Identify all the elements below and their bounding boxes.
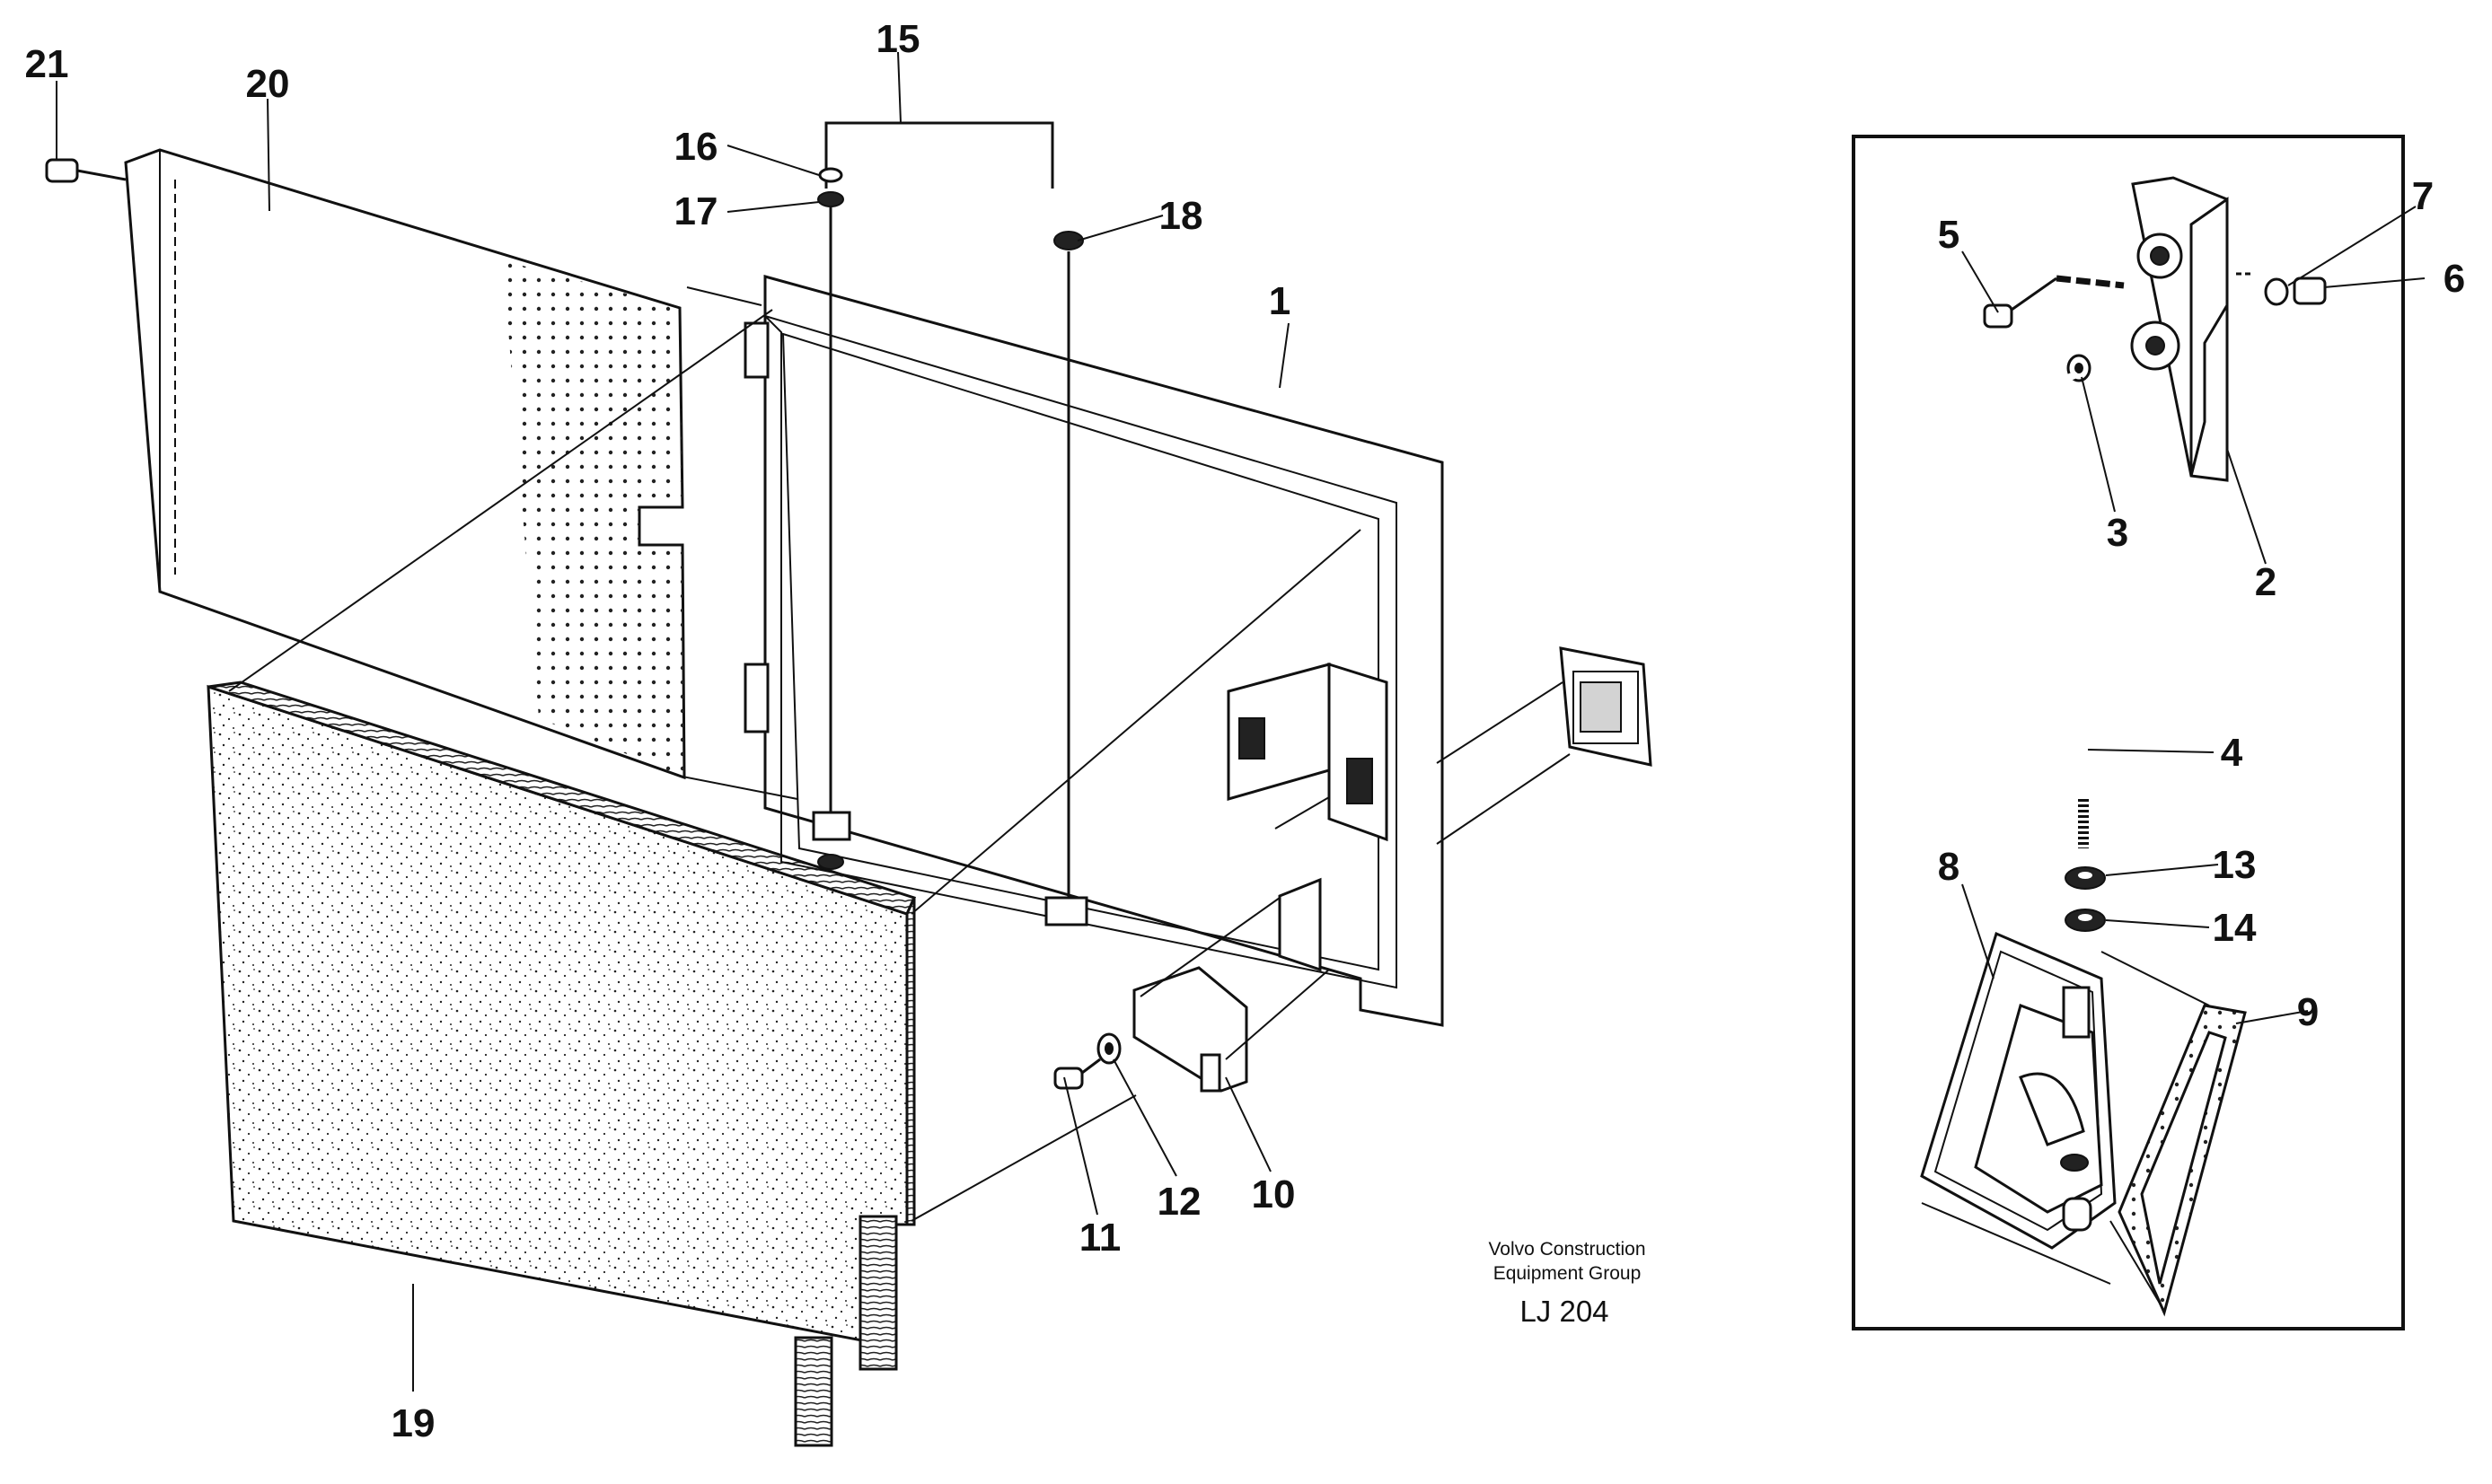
callout-10: 10 bbox=[1252, 1172, 1296, 1216]
caption-line-1: Volvo Construction bbox=[1488, 1239, 1645, 1260]
lower-nuts bbox=[2060, 1154, 2092, 1232]
assembly-lines bbox=[228, 286, 1571, 1222]
bracket-10 bbox=[1132, 966, 1248, 1093]
latch-2 bbox=[2130, 176, 2254, 482]
callout-12: 12 bbox=[1158, 1180, 1202, 1224]
handle-outer bbox=[1559, 646, 1652, 767]
callout-7: 7 bbox=[2412, 174, 2434, 218]
callout-3: 3 bbox=[2107, 511, 2128, 555]
washer-14 bbox=[2065, 909, 2106, 932]
callout-5: 5 bbox=[1938, 213, 1959, 257]
callout-1: 1 bbox=[1269, 279, 1290, 323]
diagram-code: LJ 204 bbox=[1519, 1295, 1608, 1328]
clip-3 bbox=[2066, 354, 2091, 382]
washer-7 bbox=[2264, 277, 2289, 306]
panel-20 bbox=[124, 148, 686, 780]
screw-11 bbox=[1053, 1058, 1101, 1090]
callout-9: 9 bbox=[2297, 990, 2319, 1034]
insulation-block-19 bbox=[207, 681, 917, 1447]
callout-8: 8 bbox=[1938, 845, 1959, 889]
callout-16: 16 bbox=[674, 125, 718, 169]
caption-line-2: Equipment Group bbox=[1493, 1263, 1642, 1284]
washer-13 bbox=[2065, 866, 2106, 890]
callout-2: 2 bbox=[2255, 560, 2276, 604]
callout-11: 11 bbox=[1079, 1216, 1122, 1260]
callout-18: 18 bbox=[1159, 194, 1203, 238]
detail-frame bbox=[1852, 135, 2405, 1330]
callout-leaders bbox=[56, 51, 2426, 1392]
gasket-9 bbox=[2118, 1004, 2247, 1317]
frame-1 bbox=[744, 275, 1444, 1027]
callout-labels: 1 2 3 4 5 6 7 8 9 10 11 12 13 14 15 16 1… bbox=[25, 17, 2466, 1445]
diagram-caption: Volvo Construction Equipment Group LJ 20… bbox=[1488, 1239, 1645, 1328]
rod-4 bbox=[2021, 372, 2089, 848]
screw-21 bbox=[45, 158, 127, 183]
callout-14: 14 bbox=[2213, 906, 2257, 950]
washer-12 bbox=[1096, 1032, 1122, 1065]
callout-13: 13 bbox=[2213, 843, 2257, 887]
callout-20: 20 bbox=[246, 62, 290, 106]
screw-6 bbox=[2293, 277, 2327, 305]
callout-6: 6 bbox=[2444, 257, 2465, 301]
bracket-on-frame bbox=[1227, 662, 1388, 972]
screw-5 bbox=[1983, 275, 2125, 329]
callout-19: 19 bbox=[392, 1401, 436, 1445]
rod-15 bbox=[812, 121, 1088, 926]
callout-17: 17 bbox=[674, 189, 718, 233]
callout-21: 21 bbox=[25, 42, 69, 86]
detail-assembly-lines bbox=[1921, 951, 2210, 1312]
callout-15: 15 bbox=[876, 17, 920, 61]
callout-4: 4 bbox=[2221, 731, 2243, 775]
